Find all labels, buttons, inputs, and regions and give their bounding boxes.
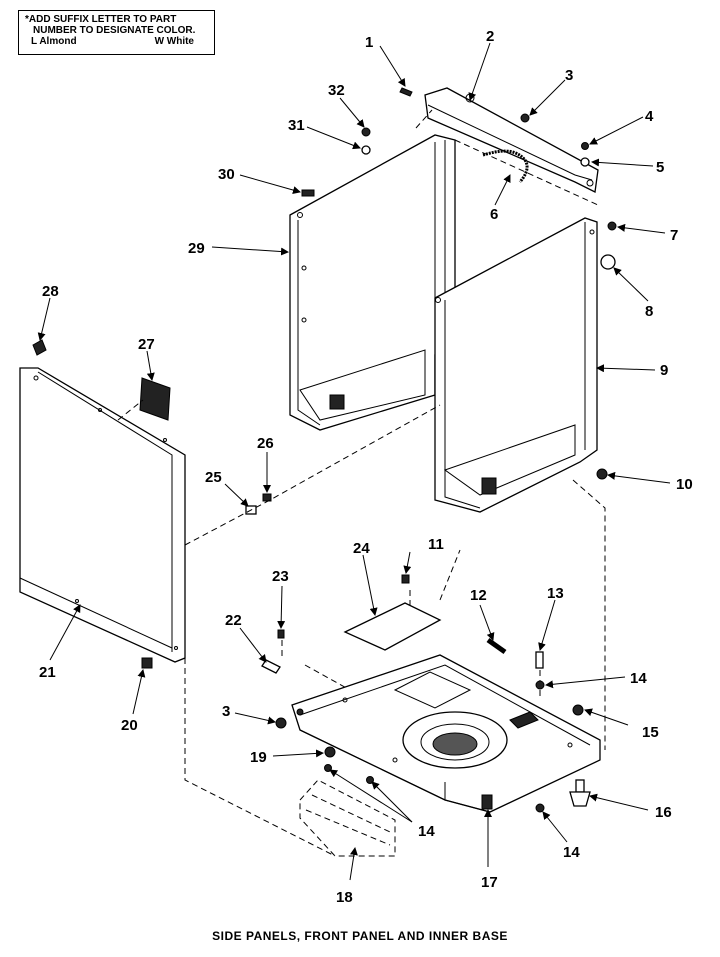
callout-27: 27 [138, 336, 155, 353]
callout-20: 20 [121, 717, 138, 734]
callout-19: 19 [250, 749, 267, 766]
screw-26 [262, 493, 272, 502]
nut-31 [361, 145, 371, 155]
note-white: W White [154, 36, 194, 47]
callout-30: 30 [218, 166, 235, 183]
screw-20 [141, 657, 153, 669]
color-suffix-note: *ADD SUFFIX LETTER TO PART NUMBER TO DES… [18, 10, 215, 55]
inner-base [291, 654, 601, 813]
callout-6: 6 [490, 206, 498, 223]
clip-28 [32, 339, 47, 356]
note-line-2: NUMBER TO DESIGNATE COLOR. [33, 25, 196, 36]
callout-3: 3 [565, 67, 573, 84]
screw-3-top [520, 113, 530, 123]
callout-15: 15 [642, 724, 659, 741]
callout-3-lower: 3 [222, 703, 230, 720]
callout-16: 16 [655, 804, 672, 821]
screw-4 [581, 142, 589, 150]
assembly-guides [117, 109, 606, 857]
callout-1: 1 [365, 34, 373, 51]
callout-14-center: 14 [418, 823, 435, 840]
front-panel [19, 367, 186, 663]
callout-12: 12 [470, 587, 487, 604]
wire-harness [482, 149, 529, 183]
callout-25: 25 [205, 469, 222, 486]
callout-4: 4 [645, 108, 654, 125]
note-line-1: *ADD SUFFIX LETTER TO PART [25, 14, 177, 25]
nut-14d [535, 803, 545, 813]
nut-3-lower [275, 717, 287, 729]
right-side-panel [434, 217, 598, 513]
rod-12 [486, 637, 507, 655]
callout-21: 21 [39, 664, 56, 681]
washer-5 [580, 157, 590, 167]
shield-plate [299, 779, 396, 857]
callout-28: 28 [42, 283, 59, 300]
clip-30 [301, 189, 315, 197]
callout-5: 5 [656, 159, 664, 176]
callout-18: 18 [336, 889, 353, 906]
callout-13: 13 [547, 585, 564, 602]
callout-9: 9 [660, 362, 668, 379]
clip-22 [261, 659, 281, 674]
callout-2: 2 [486, 28, 494, 45]
screw-11 [401, 574, 410, 584]
callout-32: 32 [328, 82, 345, 99]
callout-11: 11 [428, 536, 444, 553]
callout-26: 26 [257, 435, 274, 452]
callout-22: 22 [225, 612, 242, 629]
nut-10 [596, 468, 608, 480]
callout-8: 8 [645, 303, 653, 320]
bumper-8 [600, 254, 616, 270]
top-rear-bracket [424, 87, 599, 193]
bolt-13 [535, 651, 544, 669]
leveling-leg [569, 779, 591, 807]
callout-24: 24 [353, 540, 370, 557]
screw-32 [361, 127, 371, 137]
nut-15 [572, 704, 584, 716]
screw-1 [399, 87, 413, 97]
callout-14-bottom: 14 [563, 844, 580, 861]
note-color-codes: L Almond W White [25, 36, 208, 47]
nut-14a [535, 680, 545, 690]
callout-10: 10 [676, 476, 693, 493]
label-plate [139, 377, 171, 421]
callout-23: 23 [272, 568, 289, 585]
screw-23 [277, 629, 285, 639]
callout-31: 31 [288, 117, 305, 134]
callout-14-right: 14 [630, 670, 647, 687]
note-almond: L Almond [31, 36, 77, 47]
left-side-panel [289, 134, 456, 431]
diagram-caption: SIDE PANELS, FRONT PANEL AND INNER BASE [212, 929, 508, 943]
nut-19 [324, 746, 336, 758]
mounting-bracket [343, 602, 442, 651]
callout-17: 17 [481, 874, 498, 891]
callout-labels: 1 2 3 4 5 6 7 8 9 10 11 12 13 14 15 16 1… [39, 28, 693, 906]
leader-lines [37, 42, 671, 881]
callout-7: 7 [670, 227, 678, 244]
callout-29: 29 [188, 240, 205, 257]
nut-7 [607, 221, 617, 231]
